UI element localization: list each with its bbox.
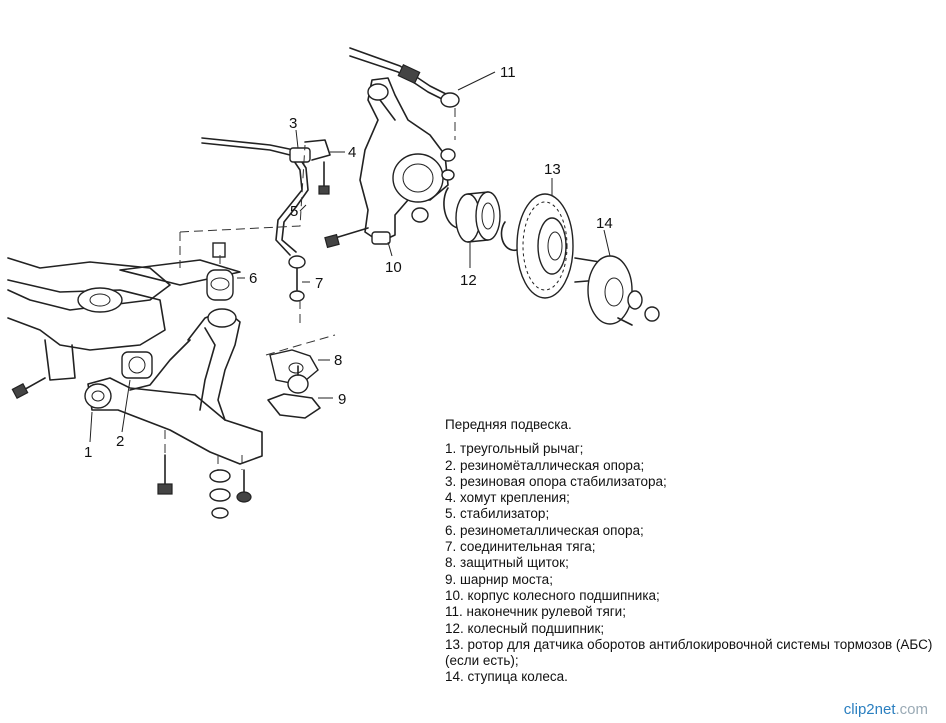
callout-leaders <box>89 71 611 443</box>
callout-9: 9 <box>338 391 346 408</box>
wheel-hub <box>574 255 660 326</box>
watermark-brand: clip2net <box>843 701 896 718</box>
callout-5: 5 <box>290 203 298 220</box>
subframe <box>7 257 241 381</box>
callout-12: 12 <box>460 272 477 289</box>
legend-item: 10. корпус колесного подшипника; <box>445 587 660 603</box>
callout-numbers: 1 2 3 4 5 6 7 8 9 10 11 12 13 14 <box>84 64 613 461</box>
watermark: clip2net.com <box>844 701 928 718</box>
callout-2: 2 <box>116 433 124 450</box>
callout-8: 8 <box>334 352 342 369</box>
stabilizer-mount <box>289 139 331 195</box>
rubber-metal-mount <box>206 242 234 301</box>
control-arm <box>84 308 263 465</box>
steering-tie-rod <box>349 47 460 108</box>
protective-shield <box>269 349 319 386</box>
legend-title: Передняя подвеска. <box>445 417 572 432</box>
callout-10: 10 <box>385 259 402 276</box>
legend-item: 13. ротор для датчика оборотов антиблоки… <box>445 636 933 669</box>
legend-item: 2. резиномёталлическая опора; <box>445 457 645 473</box>
legend-list: 1. треугольный рычаг; 2. резиномёталличе… <box>445 441 935 685</box>
legend-item: 8. защитный щиток; <box>445 555 569 571</box>
legend-item: 6. резинометаллическая опора; <box>445 522 644 538</box>
legend-item: 3. резиновая опора стабилизатора; <box>445 473 667 489</box>
callout-6: 6 <box>249 270 257 287</box>
callout-1: 1 <box>84 444 92 461</box>
callout-13: 13 <box>544 161 561 178</box>
ball-joint <box>267 365 321 419</box>
subframe-bolt <box>11 377 46 400</box>
assembly-guide-lines <box>164 108 456 470</box>
callout-4: 4 <box>348 144 356 161</box>
wheel-bearing <box>455 191 501 243</box>
callout-11: 11 <box>500 64 516 81</box>
rubber-metal-bushing <box>121 351 153 379</box>
wheel-bearing-housing <box>359 77 456 245</box>
knuckle-bolt <box>324 207 429 249</box>
legend-item: 12. колесный подшипник; <box>445 620 605 636</box>
watermark-domain: .com <box>895 701 928 718</box>
legend-item: 11. наконечник рулевой тяги; <box>445 604 626 620</box>
arm-fasteners <box>157 454 252 519</box>
legend-item: 7. соединительная тяга; <box>445 539 596 555</box>
legend-item: 9. шарнир моста; <box>445 571 553 587</box>
abs-rotor <box>516 193 574 299</box>
callout-14: 14 <box>596 215 613 232</box>
callout-7: 7 <box>315 275 323 292</box>
connecting-link <box>288 255 306 302</box>
legend-item: 14. ступица колеса. <box>445 669 568 685</box>
legend-item: 5. стабилизатор; <box>445 506 550 522</box>
legend-item: 1. треугольный рычаг; <box>445 441 584 457</box>
callout-3: 3 <box>289 115 297 132</box>
legend-item: 4. хомут крепления; <box>445 490 570 506</box>
legend-caption: Передняя подвеска. 1. треугольный рычаг;… <box>445 417 935 686</box>
